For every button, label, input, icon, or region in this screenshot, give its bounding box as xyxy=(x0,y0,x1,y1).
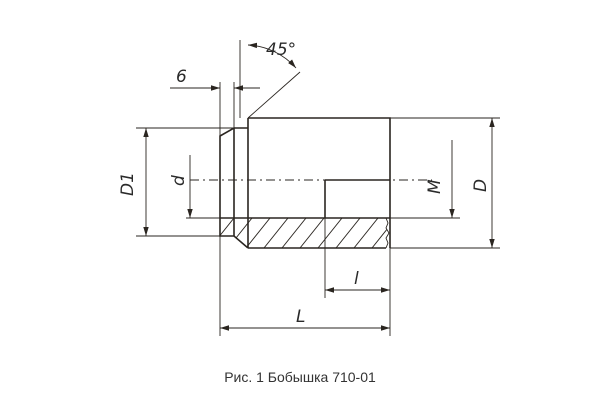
label-chamfer-angle: 45° xyxy=(266,40,296,60)
label-total-length: L xyxy=(296,307,305,327)
dimension-chamfer-angle: 45° xyxy=(239,40,301,119)
boss-part-outline xyxy=(219,117,391,249)
label-bore: d xyxy=(169,175,189,186)
label-outer: D xyxy=(471,179,491,192)
label-d1: D1 xyxy=(118,172,138,196)
break-line xyxy=(385,217,390,249)
label-thread: M xyxy=(425,179,445,194)
dimension-d1: D1 xyxy=(118,127,234,237)
dimension-chamfer-width: 6 xyxy=(170,67,260,136)
figure-caption: Рис. 1 Бобышка 710-01 xyxy=(224,369,376,385)
section-hatching xyxy=(220,218,389,248)
dimension-bore: d xyxy=(169,155,220,219)
dimension-outer: D xyxy=(390,117,500,249)
label-thread-length: l xyxy=(354,269,359,289)
dimension-thread: M xyxy=(390,140,460,219)
dimension-total-length: L xyxy=(219,236,390,336)
dimension-thread-length: l xyxy=(324,218,391,336)
label-chamfer-width: 6 xyxy=(176,67,187,87)
